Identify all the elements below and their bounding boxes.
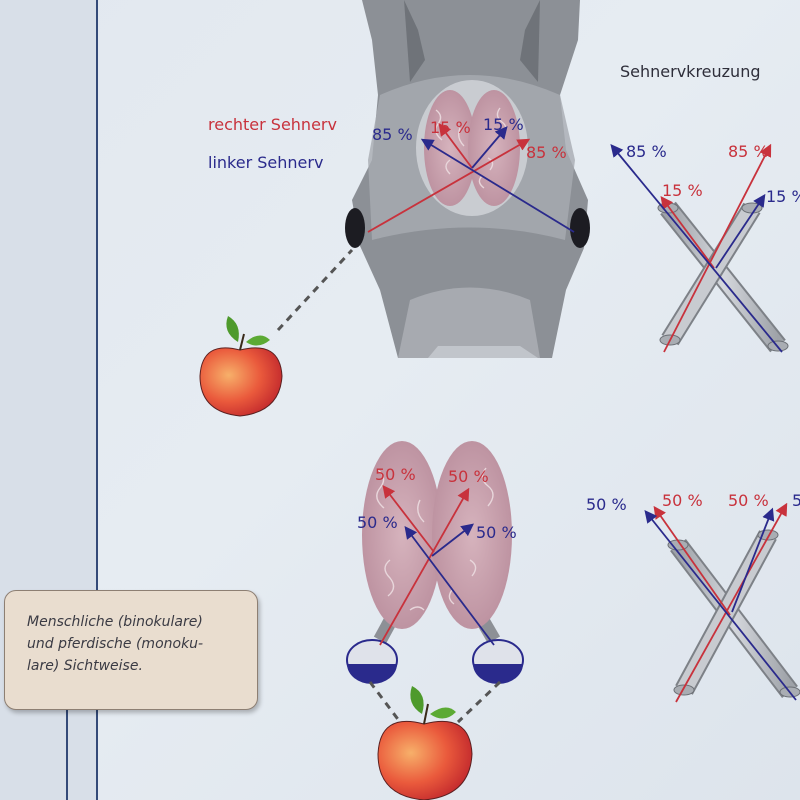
margin-rule-lower xyxy=(66,640,68,800)
apple-icon-human xyxy=(368,680,502,800)
caption-box: Menschliche (binokulare) und pferdische … xyxy=(4,590,258,710)
human-chiasm-label-a: 50 % xyxy=(586,495,627,514)
human-chiasm-label-d: 5 xyxy=(792,491,800,510)
horse-blue-line-right xyxy=(471,126,508,169)
horse-blue-line-left xyxy=(420,138,575,233)
legend-left-nerve: linker Sehnerv xyxy=(208,153,323,172)
horse-chiasm-label-right-inner: 15 % xyxy=(766,187,800,206)
horse-left-eye xyxy=(345,208,365,248)
horse-brain-label-right-outer: 85 % xyxy=(526,143,567,162)
horse-chiasm-label-left-outer: 85 % xyxy=(626,142,667,161)
diagram-title: Sehnervkreuzung xyxy=(620,62,760,81)
apple-icon xyxy=(199,248,354,417)
horse-brain-label-right-inner: 15 % xyxy=(483,115,524,134)
horse-brain-label-left-outer: 85 % xyxy=(372,125,413,144)
horse-chiasm-label-left-inner: 15 % xyxy=(662,181,703,200)
human-chiasm-label-c: 50 % xyxy=(728,491,769,510)
horse-red-line-right xyxy=(367,138,531,233)
human-brain-label-top-right: 50 % xyxy=(448,467,489,486)
horse-chiasm-label-right-outer: 85 % xyxy=(728,142,769,161)
margin-rule xyxy=(96,0,98,800)
horse-right-eye xyxy=(570,208,590,248)
human-right-eye xyxy=(472,639,524,684)
caption-text: Menschliche (binokulare) und pferdische … xyxy=(27,611,247,677)
human-left-eye xyxy=(346,639,398,684)
human-brain-label-mid-right: 50 % xyxy=(476,523,517,542)
caption-line-1: Menschliche (binokulare) xyxy=(27,614,203,630)
human-brain-label-mid-left: 50 % xyxy=(357,513,398,532)
legend-right-nerve: rechter Sehnerv xyxy=(208,115,337,134)
caption-line-3: lare) Sichtweise. xyxy=(27,658,143,674)
horse-head xyxy=(345,0,590,358)
human-brain-label-top-left: 50 % xyxy=(375,465,416,484)
horse-red-line-left xyxy=(438,122,473,169)
human-chiasm-label-b: 50 % xyxy=(662,491,703,510)
horse-brain-label-left-inner: 15 % xyxy=(430,118,471,137)
caption-line-2: und pferdische (monoku- xyxy=(27,636,204,652)
